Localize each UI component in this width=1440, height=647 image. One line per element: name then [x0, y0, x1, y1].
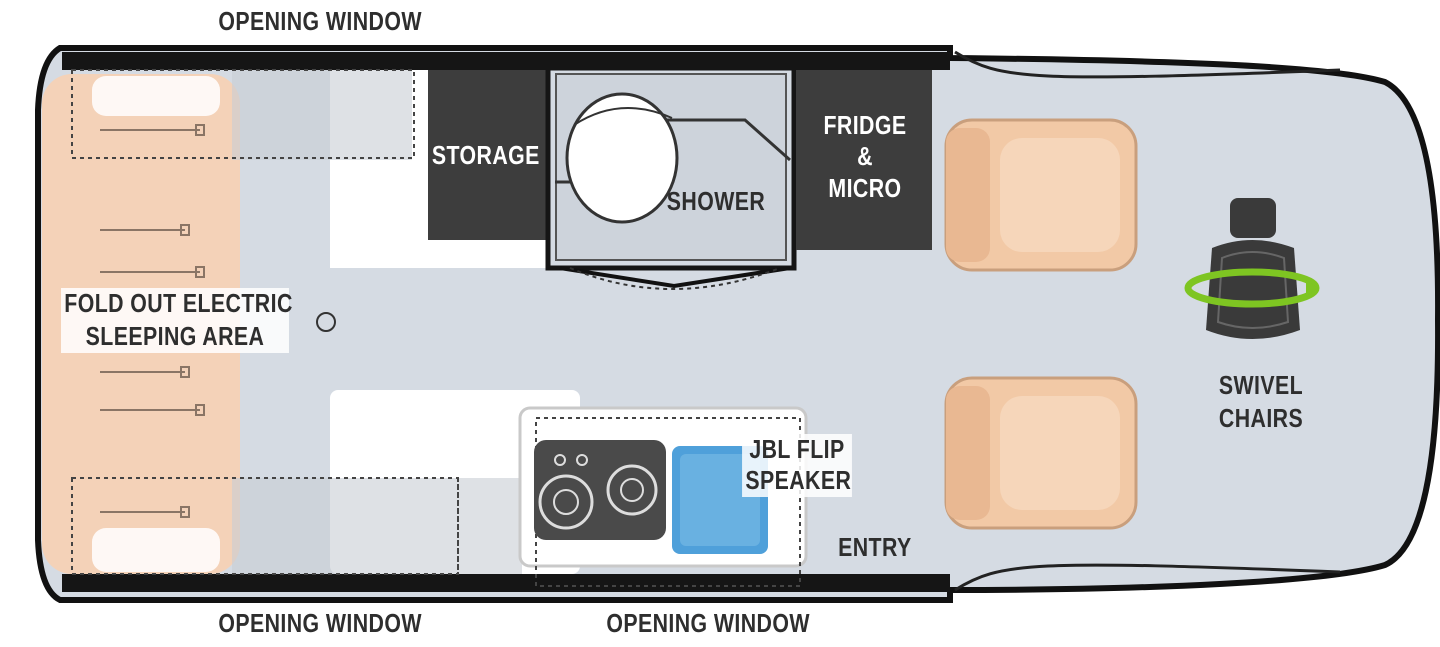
seat-icon [944, 376, 1138, 530]
label-fridge-line3: MICRO [828, 172, 902, 203]
label-fridge: FRIDGE & MICRO [817, 110, 914, 203]
label-bottom-window-right: OPENING WINDOW [606, 608, 810, 638]
toilet-icon [565, 92, 679, 224]
label-bottom-window-left: OPENING WINDOW [218, 608, 422, 638]
label-storage: STORAGE [431, 140, 540, 170]
shower-seat-line [660, 118, 791, 162]
top-wall [62, 52, 950, 70]
label-swivel-line1: SWIVEL [1218, 370, 1304, 400]
label-entry: ENTRY [838, 532, 912, 562]
label-fridge-line2: & [857, 141, 873, 172]
upper-window-shade [232, 70, 412, 160]
floor-drain [316, 312, 336, 332]
bed-slats [100, 124, 205, 518]
burner-large-2-inner [620, 478, 644, 502]
fridge-cabinet [796, 70, 932, 250]
lower-window-shade [232, 478, 522, 574]
label-speaker-line1: JBL FLIP [749, 434, 845, 464]
label-sleeping-area: FOLD OUT ELECTRIC SLEEPING AREA [61, 288, 293, 353]
bottom-wall [62, 574, 950, 592]
storage-cabinet [428, 70, 548, 240]
burner-large-2 [606, 464, 658, 516]
label-fridge-line1: FRIDGE [823, 110, 907, 140]
label-sleeping-line1: FOLD OUT ELECTRIC [64, 288, 293, 318]
sink-shine [680, 454, 760, 546]
seat-icon [944, 118, 1138, 272]
shower-door-swing [569, 267, 781, 290]
label-sleeping-line2: SLEEPING AREA [85, 321, 265, 352]
shower-door [559, 266, 791, 289]
label-speaker: JBL FLIP SPEAKER [742, 434, 852, 497]
bed-pillow-bottom [92, 528, 220, 572]
burner-large-1 [538, 474, 594, 530]
label-speaker-line2: SPEAKER [745, 465, 852, 496]
label-shower: SHOWER [666, 186, 766, 216]
cab-top-line [954, 50, 1341, 79]
burner-large-1-inner [553, 489, 579, 515]
label-top-window: OPENING WINDOW [218, 6, 422, 36]
burner-small-1 [554, 454, 566, 466]
label-swivel-line2: CHAIRS [1218, 403, 1304, 434]
label-swivel-chairs: SWIVEL CHAIRS [1208, 370, 1315, 434]
burner-small-2 [576, 454, 588, 466]
bed-pillow-top [92, 76, 220, 116]
toilet-lid-line [573, 107, 673, 126]
swivel-chair-icon [1184, 198, 1320, 339]
upper-window-outline [71, 69, 415, 159]
cab-bottom-line [954, 563, 1341, 592]
